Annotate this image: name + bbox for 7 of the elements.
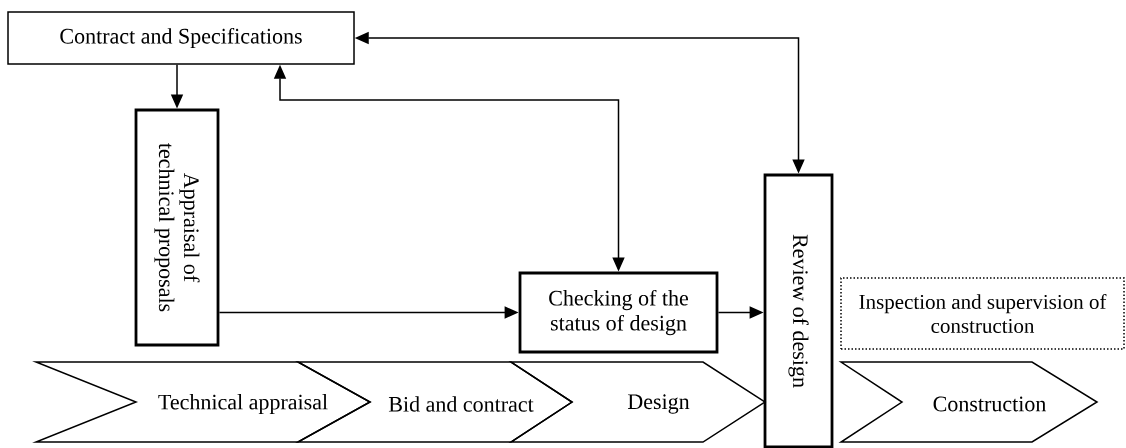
process-box: Contract and Specifications — [7, 11, 355, 65]
phase-band: Construction — [838, 361, 1099, 443]
process-box: Appraisal of technical proposals — [134, 108, 220, 347]
process-box: Review of design — [763, 173, 834, 448]
process-box: Inspection and supervision of construction — [840, 277, 1125, 350]
phase-band: Technical appraisal — [32, 361, 372, 443]
process-box: Checking of the status of design — [518, 271, 719, 354]
